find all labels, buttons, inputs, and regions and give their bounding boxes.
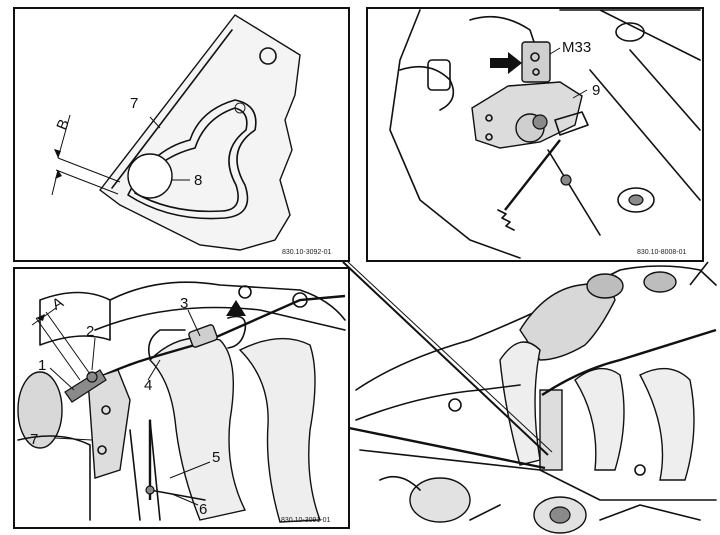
adjuster-1-2 (64, 369, 107, 403)
overview-engine-drawing (355, 265, 717, 534)
leader-m33 (549, 47, 561, 55)
cable-nipple-8 (127, 153, 173, 199)
gap-dimension-b (51, 114, 121, 196)
leader-9 (572, 89, 588, 99)
leader-2 (91, 337, 96, 371)
connector-lines (342, 261, 709, 470)
leader-5 (169, 461, 211, 479)
label-3: 3 (180, 295, 188, 312)
ref-code-top-right: 830.10-8008-01 (637, 249, 687, 256)
label-6: 6 (199, 501, 207, 518)
leader-3 (187, 309, 201, 337)
linkage-rod (497, 139, 601, 236)
ref-code-top-left: 830.10-3092-01 (282, 249, 332, 256)
intake-manifold (17, 281, 346, 523)
label-m33: M33 (562, 39, 591, 56)
panel-top-right: M33 9 830.10-8008-01 (366, 7, 704, 262)
label-8: 8 (194, 172, 202, 189)
panel-top-left: B 7 8 830.10-3092-01 (13, 7, 350, 262)
bracket-plate-7 (99, 14, 301, 251)
label-7: 7 (130, 95, 138, 112)
label-4: 4 (144, 377, 152, 394)
leader-4 (147, 359, 161, 381)
gap-dimension-a (31, 307, 91, 381)
lever-bracket-7 (87, 369, 131, 479)
panel-bottom-left: A 1 2 3 4 5 6 7 830.10-3091-01 (13, 267, 350, 529)
label-9: 9 (592, 82, 600, 99)
leader-7 (149, 116, 161, 129)
leader-6 (171, 493, 199, 506)
leader-7b (54, 437, 93, 441)
actuator-m33 (521, 41, 551, 83)
label-5: 5 (212, 449, 220, 466)
ref-code-bottom-left: 830.10-3091-01 (281, 517, 331, 524)
label-2: 2 (86, 323, 94, 340)
lever-assembly-9 (471, 81, 589, 149)
label-1: 1 (38, 357, 46, 374)
label-7-bottom: 7 (30, 431, 38, 448)
engine-background (389, 9, 701, 259)
bolt-hole (259, 47, 277, 65)
connecting-rod-5-6 (145, 420, 206, 501)
arrow-indicator (490, 52, 522, 74)
leader-1 (49, 367, 75, 391)
cable-clip-3 (226, 300, 247, 349)
